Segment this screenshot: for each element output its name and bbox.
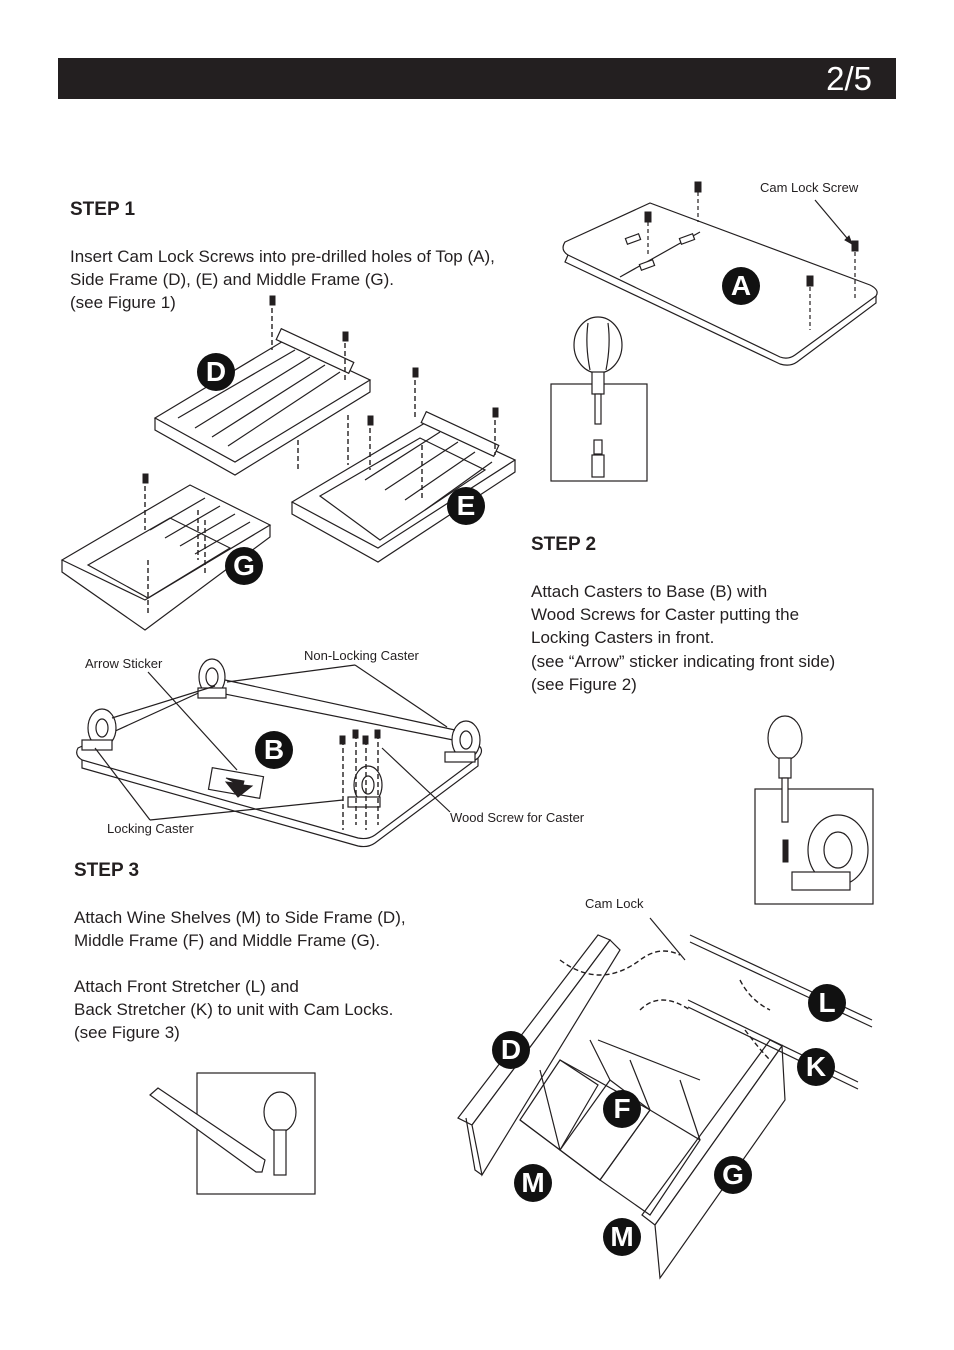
part-label-e: E <box>447 487 485 525</box>
step3-title: STEP 3 <box>74 860 140 881</box>
step2-title: STEP 2 <box>531 534 597 555</box>
part-label-g-step3: G <box>714 1156 752 1194</box>
part-label-b: B <box>255 731 293 769</box>
middle-frame-g-drawing <box>60 473 272 631</box>
step3-text-1: Attach Wine Shelves (M) to Side Frame (D… <box>74 908 406 951</box>
top-panel-a-drawing <box>562 181 878 366</box>
part-label-a: A <box>722 267 760 305</box>
step1-title: STEP 1 <box>70 199 136 220</box>
callout-cam-lock: Cam Lock <box>585 896 644 911</box>
screwdriver-icon <box>550 316 648 482</box>
part-label-d-step3: D <box>492 1031 530 1069</box>
header-bar: 2/5 <box>58 58 896 99</box>
callout-cam-lock-screw: Cam Lock Screw <box>760 180 859 195</box>
callout-non-locking-caster: Non-Locking Caster <box>304 648 419 663</box>
part-label-f: F <box>603 1090 641 1128</box>
step3-text-2: Attach Front Stretcher (L) and Back Stre… <box>74 977 394 1043</box>
page-number: 2/5 <box>826 60 872 97</box>
callout-locking-caster: Locking Caster <box>107 821 194 836</box>
allen-key-icon <box>149 1072 316 1195</box>
part-label-m-1: M <box>514 1164 552 1202</box>
callout-wood-screw: Wood Screw for Caster <box>450 810 585 825</box>
callout-arrow-sticker: Arrow Sticker <box>85 656 163 671</box>
side-frame-d-drawing <box>153 295 372 476</box>
part-label-d: D <box>197 353 235 391</box>
part-label-k: K <box>797 1048 835 1086</box>
part-label-l: L <box>808 984 846 1022</box>
part-label-m-2: M <box>603 1218 641 1256</box>
part-label-g: G <box>225 547 263 585</box>
step2-text: Attach Casters to Base (B) with Wood Scr… <box>531 582 836 694</box>
wine-rack-assembly-drawing <box>457 917 873 1280</box>
step1-text: Insert Cam Lock Screws into pre-drilled … <box>70 247 495 313</box>
caster-icon <box>197 658 227 699</box>
side-frame-e-drawing <box>290 367 517 563</box>
caster-screw-figure <box>754 715 874 905</box>
